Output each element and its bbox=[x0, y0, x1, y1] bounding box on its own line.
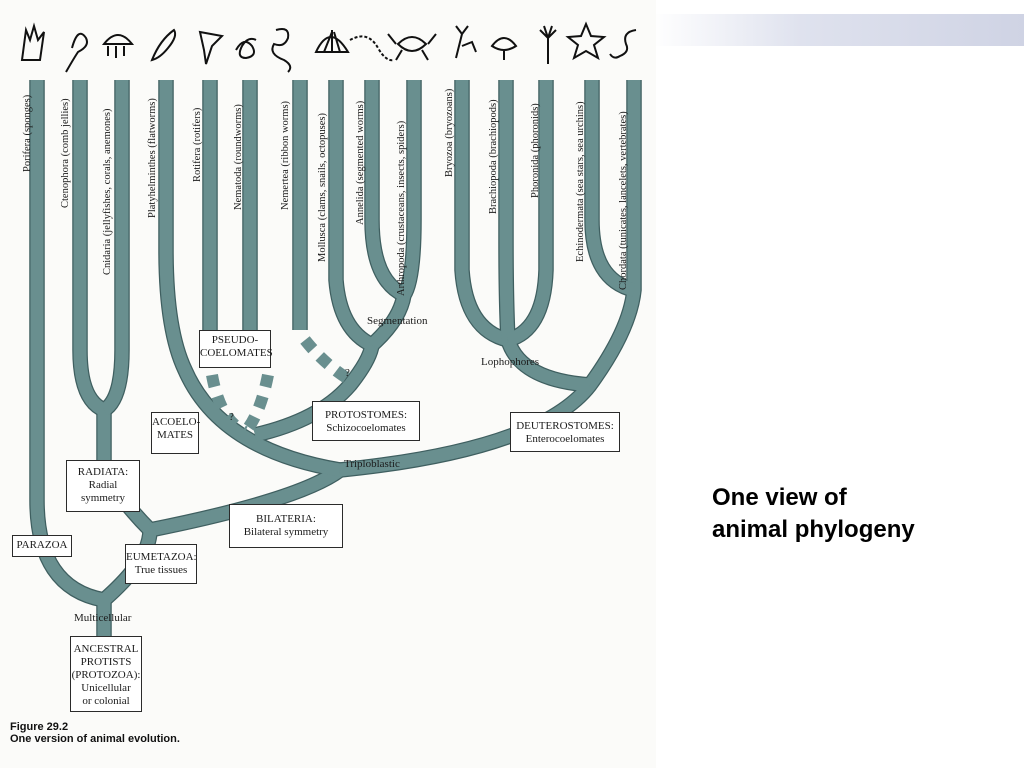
figure-number: Figure 29.2 bbox=[10, 721, 69, 733]
multicellular-label: Multicellular bbox=[74, 612, 132, 624]
phoronid-icon bbox=[539, 25, 557, 64]
eumetazoa-box: EUMETAZOA: True tissues bbox=[125, 544, 197, 584]
box-line: Bilateral symmetry bbox=[243, 526, 329, 538]
uncertain-link-mark: ? bbox=[345, 367, 350, 379]
box-line: RADIATA: bbox=[77, 466, 129, 478]
protostomes-box: PROTOSTOMES: Schizocoelomates bbox=[312, 401, 420, 441]
rotifer-icon bbox=[198, 30, 225, 65]
box-line: PARAZOA bbox=[16, 539, 68, 551]
box-line: or colonial bbox=[82, 695, 130, 707]
lophophores-label: Lophophores bbox=[481, 356, 539, 368]
phylum-label: Echinodermata (sea stars, sea urchins) bbox=[575, 101, 586, 262]
box-line: COELOMATES bbox=[200, 347, 273, 359]
title-gradient-band bbox=[652, 14, 1024, 46]
ancestral-protists-box: ANCESTRAL PROTISTS (PROTOZOA): Unicellul… bbox=[70, 636, 142, 712]
phylum-label: Phoronida (phoronids) bbox=[530, 103, 541, 198]
branch-fills bbox=[30, 80, 641, 640]
sea-star-icon bbox=[565, 21, 607, 61]
phylum-label: Porifera (sponges) bbox=[22, 94, 33, 172]
box-line: (PROTOZOA): bbox=[71, 669, 141, 681]
animal-icon-row bbox=[20, 21, 637, 73]
box-line: PROTISTS bbox=[80, 656, 132, 668]
bryozoan-icon bbox=[455, 25, 477, 59]
ctenophore-icon bbox=[65, 32, 88, 73]
phylum-label: Annelida (segmented worms) bbox=[355, 100, 366, 225]
slide-title-line: animal phylogeny bbox=[712, 516, 915, 543]
slide-title-line: One view of bbox=[712, 484, 847, 511]
phylogeny-tree: Porifera (sponges) Ctenophora (comb jell… bbox=[20, 21, 642, 640]
phylogeny-figure: Porifera (sponges) Ctenophora (comb jell… bbox=[10, 21, 642, 745]
acoelomates-box: ACOELO- MATES bbox=[151, 412, 201, 454]
nematode-icon bbox=[235, 37, 257, 60]
radiata-box: RADIATA: Radial symmetry bbox=[66, 460, 140, 512]
crab-icon bbox=[387, 33, 437, 61]
deuterostomes-box: DEUTEROSTOMES: Enterocoelomates bbox=[510, 412, 620, 452]
phylum-label: Rotifera (rotifers) bbox=[192, 107, 203, 182]
bilateria-box: BILATERIA: Bilateral symmetry bbox=[229, 504, 343, 548]
pseudocoelomates-box: PSEUDO- COELOMATES bbox=[199, 330, 273, 368]
phylum-label: Nemertea (ribbon worms) bbox=[280, 100, 291, 210]
box-line: True tissues bbox=[134, 564, 188, 576]
jellyfish-icon bbox=[101, 34, 135, 58]
box-line: MATES bbox=[156, 429, 194, 441]
ribbon-worm-icon bbox=[271, 28, 292, 73]
clam-icon bbox=[314, 30, 350, 53]
figure-caption: Figure 29.2 One version of animal evolut… bbox=[10, 721, 180, 745]
box-line: PROTOSTOMES: bbox=[324, 409, 408, 421]
seahorse-icon bbox=[609, 29, 637, 59]
segmented-worm-icon bbox=[349, 35, 395, 62]
parazoa-box: PARAZOA bbox=[12, 535, 72, 557]
uncertain-link-mark: ? bbox=[229, 411, 234, 423]
segmentation-label: Segmentation bbox=[367, 315, 428, 327]
box-line: Schizocoelomates bbox=[326, 422, 406, 434]
box-line: Enterocoelomates bbox=[525, 433, 605, 445]
box-line: Unicellular bbox=[81, 682, 131, 694]
sponge-icon bbox=[20, 22, 45, 61]
phylum-label: Platyhelminthes (flatworms) bbox=[147, 98, 158, 218]
box-line: BILATERIA: bbox=[256, 513, 316, 525]
phylum-label: Chordata (tunicates, lancelets, vertebra… bbox=[618, 111, 629, 290]
box-line: DEUTEROSTOMES: bbox=[516, 420, 614, 432]
phylum-label: Ctenophora (comb jellies) bbox=[60, 98, 71, 208]
brachiopod-icon bbox=[490, 37, 518, 60]
slide-title: One view of animal phylogeny bbox=[712, 482, 1012, 546]
box-line: EUMETAZOA: bbox=[126, 551, 197, 563]
phylum-label: Arthropoda (crustaceans, insects, spider… bbox=[396, 120, 407, 296]
box-line: ANCESTRAL bbox=[73, 643, 139, 655]
box-line: Radial bbox=[88, 479, 118, 491]
flatworm-icon bbox=[150, 28, 177, 62]
phylum-label: Bryozoa (bryozoans) bbox=[444, 88, 455, 177]
figure-caption-text: One version of animal evolution. bbox=[10, 733, 180, 745]
triploblastic-label: Triploblastic bbox=[344, 458, 400, 470]
phylum-label: Mollusca (clams, snails, octopuses) bbox=[317, 112, 328, 262]
phylum-label: Nematoda (roundworms) bbox=[233, 104, 244, 210]
phylum-labels: Porifera (sponges) Ctenophora (comb jell… bbox=[22, 88, 629, 296]
box-line: symmetry bbox=[81, 492, 125, 504]
phylum-label: Brachiopoda (brachiopods) bbox=[488, 99, 499, 214]
box-line: PSEUDO- bbox=[211, 334, 259, 346]
box-line: ACOELO- bbox=[152, 416, 201, 428]
phylum-label: Cnidaria (jellyfishes, corals, anemones) bbox=[102, 108, 113, 275]
